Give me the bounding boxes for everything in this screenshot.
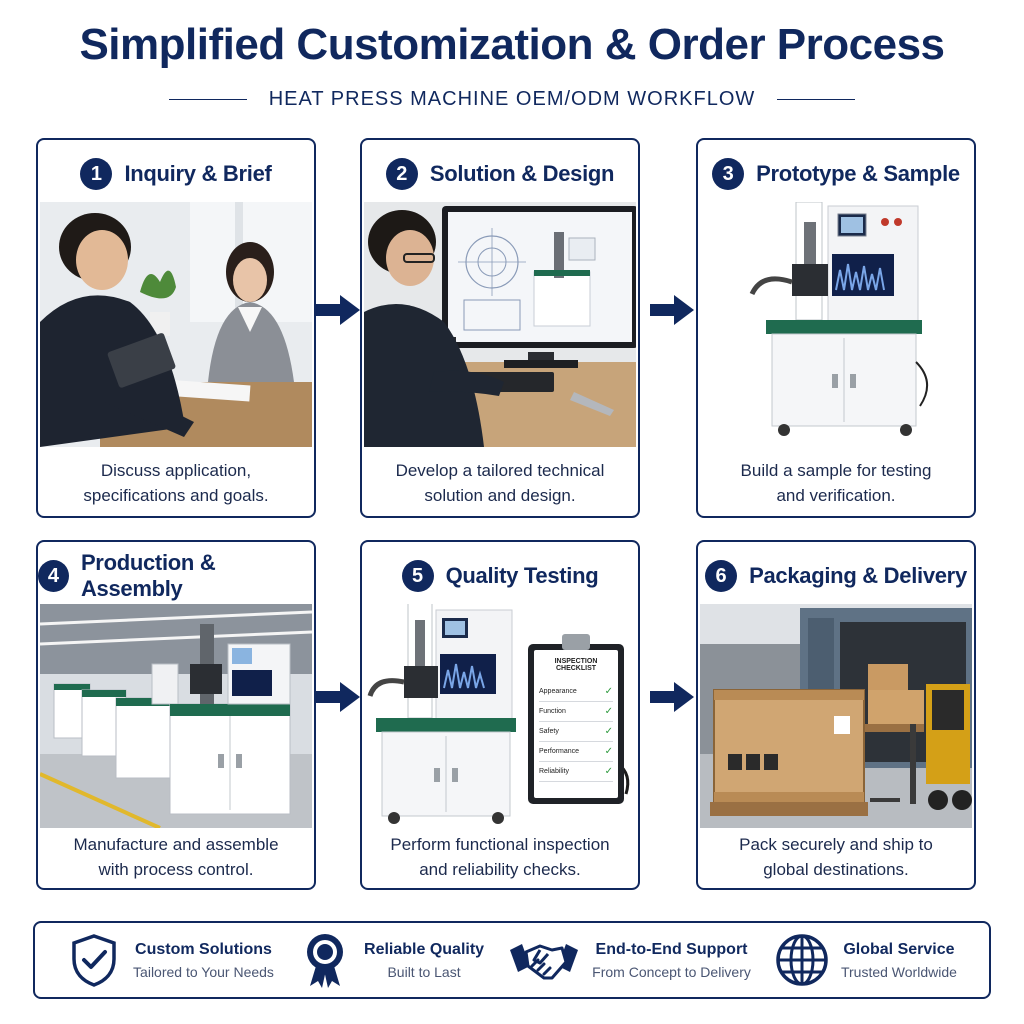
step-title: Solution & Design	[429, 161, 615, 186]
checklist-row: Performance ✓	[539, 742, 613, 762]
step-description: Discuss application, specifications and …	[83, 461, 269, 505]
step-title: Inquiry & Brief	[124, 161, 272, 186]
subtitle-row: HEAT PRESS MACHINE OEM/ODM WORKFLOW	[0, 88, 1024, 111]
step-header: 1 Inquiry & Brief	[38, 154, 314, 194]
feature-reliable-quality: Reliable Quality Built to Last	[298, 933, 485, 988]
step-card-1: 1 Inquiry & Brief Discuss application, s…	[36, 138, 316, 518]
step-header: 4 Production & Assembly	[38, 550, 314, 601]
checklist-items: Appearance✓Function✓Safety✓Performance✓R…	[539, 682, 613, 782]
step-header: 6 Packaging & Delivery	[698, 556, 974, 596]
checklist-item-label: Safety	[539, 728, 559, 735]
arrow-right-icon	[650, 682, 694, 712]
step-description: Develop a tailored technical solution an…	[395, 461, 605, 505]
checklist-row: Function ✓	[539, 702, 613, 722]
step-card-6: 6 Packaging & Delivery	[696, 540, 976, 890]
inspection-clipboard: INSPECTION CHECKLIST Appearance✓Function…	[528, 634, 624, 804]
step-description: Manufacture and assemble with process co…	[73, 835, 279, 879]
globe-icon	[775, 933, 829, 987]
checkmark-icon: ✓	[604, 766, 613, 777]
checkmark-icon: ✓	[604, 746, 613, 757]
feature-global-service: Global Service Trusted Worldwide	[775, 933, 957, 987]
step-description: Build a sample for testing and verificat…	[740, 461, 932, 505]
step-card-2: 2 Solution & Design	[360, 138, 640, 518]
feature-title: Custom Solutions	[135, 940, 272, 958]
checklist-item-label: Performance	[539, 748, 580, 755]
checkmark-icon: ✓	[604, 686, 613, 697]
subtitle-divider-right	[777, 98, 856, 101]
step-header: 2 Solution & Design	[362, 154, 638, 194]
feature-end-to-end-support: End-to-End Support From Concept to Deliv…	[508, 933, 751, 987]
step-number-badge: 2	[385, 158, 418, 190]
checklist-item-label: Reliability	[539, 768, 569, 775]
feature-subtitle: Tailored to Your Needs	[133, 963, 274, 980]
arrow-right-icon	[316, 682, 360, 712]
feature-title: Global Service	[843, 940, 955, 958]
quality-testing-photo: INSPECTION CHECKLIST Appearance✓Function…	[364, 604, 636, 828]
feature-title: End-to-End Support	[595, 940, 748, 958]
design-workstation-photo	[364, 202, 636, 447]
step-card-3: 3 Prototype & Sample Build a sample for …	[696, 138, 976, 518]
shield-check-icon	[67, 933, 121, 987]
arrow-right-icon	[650, 295, 694, 325]
feature-title: Reliable Quality	[364, 940, 485, 958]
step-description: Pack securely and ship to global destina…	[739, 835, 933, 879]
step-number-badge: 3	[712, 158, 745, 190]
step-title: Production & Assembly	[80, 550, 216, 601]
page-title: Simplified Customization & Order Process	[79, 20, 945, 69]
subtitle-divider-left	[168, 98, 247, 101]
checklist-item-label: Appearance	[539, 688, 577, 695]
step-title: Quality Testing	[445, 563, 599, 588]
step-header: 3 Prototype & Sample	[698, 154, 974, 194]
feature-subtitle: Trusted Worldwide	[840, 963, 957, 980]
step-header: 5 Quality Testing	[362, 556, 638, 596]
checkmark-icon: ✓	[604, 706, 613, 717]
clipboard-clip	[562, 634, 590, 650]
step-number-badge: 1	[80, 158, 113, 190]
feature-subtitle: Built to Last	[387, 963, 461, 980]
shipping-container-photo	[700, 604, 972, 828]
step-card-4: 4 Production & Assembly	[36, 540, 316, 890]
step-description: Perform functional inspection and reliab…	[390, 835, 610, 879]
features-bar: Custom Solutions Tailored to Your Needs …	[33, 921, 991, 999]
feature-custom-solutions: Custom Solutions Tailored to Your Needs	[67, 933, 274, 987]
checklist-sheet: INSPECTION CHECKLIST Appearance✓Function…	[534, 650, 618, 798]
page-subtitle: HEAT PRESS MACHINE OEM/ODM WORKFLOW	[268, 88, 756, 110]
arrow-right-icon	[316, 295, 360, 325]
checklist-title: INSPECTION CHECKLIST	[554, 658, 598, 672]
checklist-item-label: Function	[539, 708, 566, 715]
award-ribbon-icon	[298, 933, 352, 988]
step-number-badge: 6	[705, 560, 738, 592]
step-title: Prototype & Sample	[756, 161, 960, 186]
checklist-row: Appearance ✓	[539, 682, 613, 702]
feature-subtitle: From Concept to Delivery	[592, 963, 751, 980]
step-title: Packaging & Delivery	[749, 563, 967, 588]
handshake-icon	[508, 933, 580, 987]
meeting-photo	[40, 202, 312, 447]
checklist-row: Safety ✓	[539, 722, 613, 742]
prototype-machine-photo	[700, 202, 972, 447]
step-number-badge: 4	[38, 560, 69, 592]
step-card-5: 5 Quality Testing INSPECTION CHECK	[360, 540, 640, 890]
factory-floor-photo	[40, 604, 312, 828]
checkmark-icon: ✓	[604, 726, 613, 737]
step-number-badge: 5	[401, 560, 434, 592]
checklist-row: Reliability ✓	[539, 762, 613, 782]
